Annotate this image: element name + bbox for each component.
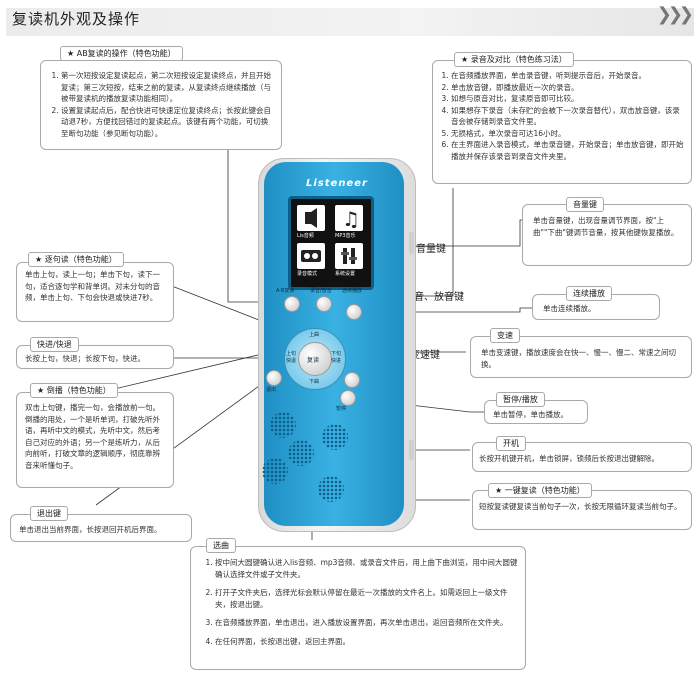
- select-panel: 按中间大圆键确认进入lis音频、mp3音频、或录音文件后，用上曲下曲浏览，用中间…: [190, 546, 526, 670]
- chevron-right-icon: ❯❯❯: [656, 4, 694, 25]
- power-title: 开机: [496, 436, 526, 451]
- select-item: 在任何界面，长按退出键，返回主界面。: [215, 636, 519, 648]
- svg-text:♫: ♫: [342, 207, 360, 231]
- brand-logo: Listeneer: [306, 178, 368, 189]
- prev-button-label: 上句: [286, 351, 297, 357]
- select-item: 在音频播放界面，单击退出，进入播放设置界面，再次单击退出，返回音频所在文件夹。: [215, 617, 519, 629]
- sentence-panel: 单击上句，读上一句；单击下句，读下一句，适合逐句学和背单词。对未分句的音频，单击…: [16, 262, 174, 322]
- record-compare-title: ★ 录音及对比（特色练习法）: [454, 52, 574, 67]
- continuous-button-label: 连续播放: [342, 288, 363, 294]
- speed-title: 变速: [490, 328, 520, 343]
- select-item: 按中间大圆键确认进入lis音频、mp3音频、或录音文件后，用上曲下曲浏览，用中间…: [215, 557, 519, 580]
- ab-repeat-item: 第一次短按设定复读起点，第二次短按设定复读终点，并且开始复读；第三次短按，结束之…: [61, 70, 275, 105]
- volume-side-key[interactable]: [409, 232, 414, 254]
- power-side-key[interactable]: [409, 440, 414, 460]
- speed-text: 单击变速键，播放速度会在快一、慢一、慢二、常速之间切换。: [481, 348, 676, 369]
- record-item: 如果想存下录音（未存贮的会被下一次录音替代），双击放音键，该录音会被存储到录音文…: [451, 105, 685, 128]
- ff-panel: 长按上句，快退；长按下句，快进。: [16, 345, 174, 369]
- music-icon: ♫: [335, 205, 363, 231]
- volume-text: 单击音量键，出现音量调节界面，按"上曲""下曲"键调节音量，按其他键恢复播放。: [533, 216, 679, 237]
- speaker-grille: [318, 476, 344, 502]
- exit-title: 退出键: [30, 506, 68, 521]
- record-button-label: 录音/放音: [310, 288, 332, 294]
- record-item: 无损格式，单次录音可达16小时。: [451, 128, 685, 140]
- volume-panel: 单击音量键，出现音量调节界面，按"上曲""下曲"键调节音量，按其他键恢复播放。: [522, 204, 692, 266]
- center-repeat-button[interactable]: [298, 342, 332, 376]
- one-key-text: 短按复读键复读当前句子一次，长按无限循环复读当前句子。: [479, 502, 682, 511]
- page-title: 复读机外观及操作: [12, 10, 141, 28]
- rewind-title: ★ 倒播（特色功能）: [30, 383, 118, 398]
- audio-icon: [297, 205, 325, 231]
- recorder-icon: [297, 243, 325, 269]
- sentence-text: 单击上句，读上一句；单击下句，读下一句，适合逐句学和背单词。对未分句的音频，单击…: [25, 270, 160, 302]
- record-play-key-label: 录音、放音键: [404, 292, 464, 303]
- settings-icon: [335, 243, 363, 269]
- speaker-grille: [270, 412, 296, 438]
- sentence-title: ★ 逐句读（特色功能）: [28, 252, 124, 267]
- record-compare-panel: 在音频播放界面，单击录音键，听到提示音后，开始录音。 单击放音键，即播放最近一次…: [432, 60, 692, 184]
- continuous-button[interactable]: [346, 304, 362, 320]
- ab-repeat-panel: 第一次短按设定复读起点，第二次短按设定复读终点，并且开始复读；第三次短按，结束之…: [40, 60, 282, 150]
- prev-ff-label: 快退: [286, 358, 297, 364]
- speed-button[interactable]: [344, 372, 360, 388]
- record-item: 如想与原音对比，复读原音即可比较。: [451, 93, 685, 105]
- volume-title: 音量键: [566, 197, 604, 212]
- exit-text: 单击退出当前界面，长按退回开机后界面。: [19, 525, 162, 534]
- record-item: 在主界面进入录音模式，单击录音键，开始录音；单击放音键，即开始播放并保存该录音到…: [451, 139, 685, 162]
- ab-button-label: A·B复读: [276, 288, 295, 294]
- rewind-text: 双击上句键，播完一句，会播放前一句。倒播的用处，一个是听单词，打破先听外语，再听…: [25, 403, 160, 470]
- pause-button[interactable]: [340, 390, 356, 406]
- screen-item-label: Lis音频: [297, 233, 314, 239]
- pause-title: 暂停/播放: [496, 392, 545, 407]
- up-button-label: 上曲: [309, 332, 320, 338]
- speed-panel: 单击变速键，播放速度会在快一、慢一、慢二、常速之间切换。: [470, 336, 692, 378]
- rewind-panel: 双击上句键，播完一句，会播放前一句。倒播的用处，一个是听单词，打破先听外语，再听…: [16, 392, 174, 488]
- continuous-title: 连续播放: [566, 286, 612, 301]
- exit-button-label: 退出: [266, 387, 277, 393]
- select-title: 选曲: [206, 538, 236, 553]
- one-key-title: ★ 一键复读（特色功能）: [488, 483, 592, 498]
- screen-item-label: 录音模式: [297, 271, 318, 277]
- volume-key-label: 音量键: [416, 244, 446, 255]
- pause-text: 单击暂停，单击播放。: [493, 410, 568, 419]
- exit-button[interactable]: [266, 370, 282, 386]
- pause-button-label: 暂停: [336, 406, 347, 412]
- speaker-grille: [322, 424, 348, 450]
- down-button-label: 下曲: [309, 379, 320, 385]
- next-button-label: 下句: [331, 351, 342, 357]
- center-button-label: 复读: [307, 357, 320, 364]
- speaker-grille: [262, 458, 288, 484]
- header-bar: [6, 8, 694, 36]
- device-screen: ♫ Lis音频 MP3音乐 录音模式 系统设置: [288, 196, 374, 290]
- next-ff-label: 快进: [331, 358, 342, 364]
- power-text: 长按开机键开机，单击锁屏，锁频后长按退出键解除。: [479, 454, 659, 463]
- ab-repeat-title: ★ AB复读的操作（特色功能）: [60, 46, 183, 61]
- continuous-text: 单击连续播放。: [543, 304, 596, 313]
- ff-title: 快进/快退: [30, 337, 79, 352]
- record-item: 单击放音键，即播放最近一次的录音。: [451, 82, 685, 94]
- ab-repeat-item: 设置复读起点后，配合快进可快速定位复读终点；长按此键会自动退7秒，方便找回错过的…: [61, 105, 275, 140]
- screen-item-label: 系统设置: [335, 271, 356, 277]
- screen-item-label: MP3音乐: [335, 233, 356, 239]
- ff-text: 长按上句，快退；长按下句，快进。: [25, 354, 145, 363]
- speaker-grille: [288, 440, 314, 466]
- record-item: 在音频播放界面，单击录音键，听到提示音后，开始录音。: [451, 70, 685, 82]
- speed-key-label: 变速键: [410, 350, 440, 361]
- record-button[interactable]: [316, 296, 332, 312]
- ab-repeat-button[interactable]: [284, 296, 300, 312]
- select-item: 打开子文件夹后，选择光标会默认停留在最近一次播放的文件名上。如需返回上一级文件夹…: [215, 587, 519, 610]
